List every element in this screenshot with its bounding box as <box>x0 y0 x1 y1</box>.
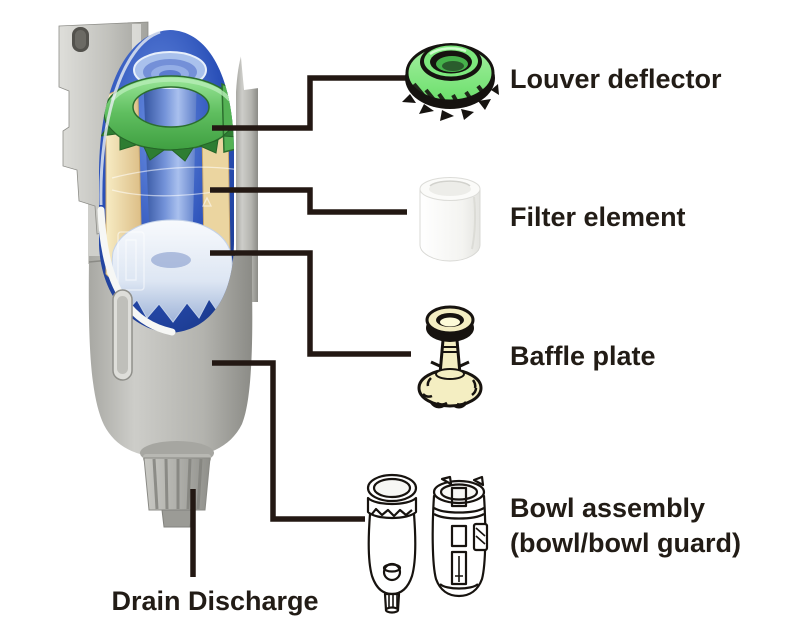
baffle-plate-icon <box>417 305 483 409</box>
callout-line-baffle-plate <box>210 250 411 357</box>
callout-line-bowl-assembly <box>212 360 365 522</box>
label-bowl-assembly-line1: Bowl assembly <box>510 493 706 523</box>
bowl-guard-icon <box>431 475 489 598</box>
label-drain-discharge: Drain Discharge <box>111 586 319 616</box>
callout-line-louver-deflector <box>212 75 412 131</box>
label-bowl-assembly-line2: (bowl/bowl guard) <box>510 528 741 558</box>
label-bowl-assembly: Bowl assembly (bowl/bowl guard) <box>510 491 741 561</box>
louver-deflector-in-situ <box>99 75 234 162</box>
drain-knob <box>140 441 214 528</box>
callout-line-filter-element <box>210 187 407 215</box>
filter-unit-cutaway <box>58 21 259 528</box>
label-filter-element: Filter element <box>510 202 686 232</box>
louver-deflector-icon <box>402 43 499 121</box>
bowl-icon <box>366 473 418 614</box>
label-baffle-plate: Baffle plate <box>510 341 656 371</box>
cutaway-interior <box>97 30 234 336</box>
filter-element-icon <box>419 177 481 262</box>
bowl-sight-window <box>112 289 133 381</box>
housing-right-edge <box>232 36 259 305</box>
center-port-cylinder <box>143 72 197 263</box>
callout-lines <box>190 75 412 577</box>
bowl-assembly-icon <box>366 473 489 614</box>
label-louver-deflector: Louver deflector <box>510 64 722 94</box>
